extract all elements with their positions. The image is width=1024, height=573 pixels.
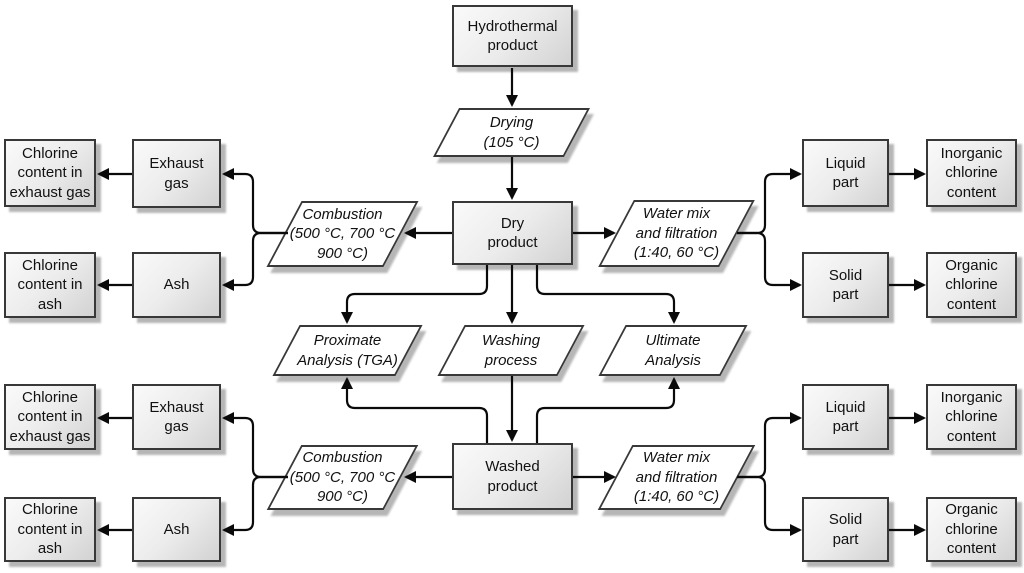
node-label: Water mix and filtration (1:40, 60 °C) (633, 205, 720, 262)
node-proximate-analysis: Proximate Analysis (TGA) (272, 325, 423, 376)
node-washing-process: Washing process (437, 325, 585, 376)
node-exhaust-gas-top: Exhaust gas (132, 139, 221, 208)
node-label: Ash (163, 520, 190, 538)
node-organic-chlorine-top: Organic chlorine content (926, 252, 1017, 318)
node-label: Chlorine content in ash (17, 501, 83, 558)
node-washed-product: Washed product (452, 443, 573, 510)
node-label: Liquid part (825, 398, 866, 436)
node-label: Solid part (828, 266, 863, 304)
node-ultimate-analysis: Ultimate Analysis (598, 325, 748, 376)
edge-washed-product-to-proximate (341, 377, 489, 443)
node-label: Proximate Analysis (TGA) (297, 332, 398, 369)
node-label: Inorganic chlorine content (940, 388, 1003, 445)
node-label: Exhaust gas (149, 398, 204, 436)
edge-dry-product-to-proximate (341, 265, 489, 324)
node-combustion-bottom: Combustion (500 °C, 700 °C 900 °C) (266, 445, 419, 510)
node-label: Chlorine content in exhaust gas (9, 144, 91, 201)
node-dry-product: Dry product (452, 201, 573, 265)
node-label: Organic chlorine content (945, 501, 998, 558)
node-label: Combustion (500 °C, 700 °C 900 °C) (289, 205, 396, 262)
node-ash-bottom: Ash (132, 497, 221, 562)
node-liquid-part-top: Liquid part (802, 139, 889, 207)
node-label: Chlorine content in exhaust gas (9, 388, 91, 445)
node-hydrothermal-product: Hydrothermal product (452, 5, 573, 67)
node-solid-part-bottom: Solid part (802, 497, 889, 562)
node-label: Inorganic chlorine content (940, 144, 1003, 201)
node-label: Washed product (485, 458, 540, 495)
node-liquid-part-bottom: Liquid part (802, 384, 889, 450)
node-label: Liquid part (825, 154, 866, 192)
node-label: Ash (163, 276, 190, 294)
node-combustion-top: Combustion (500 °C, 700 °C 900 °C) (266, 201, 419, 267)
node-drying: Drying (105 °C) (432, 108, 591, 157)
node-inorganic-chlorine-bottom: Inorganic chlorine content (926, 384, 1017, 450)
node-water-mix-top: Water mix and filtration (1:40, 60 °C) (598, 200, 755, 267)
node-organic-chlorine-bottom: Organic chlorine content (926, 497, 1017, 562)
node-ash-top: Ash (132, 252, 221, 318)
node-inorganic-chlorine-top: Inorganic chlorine content (926, 139, 1017, 207)
node-water-mix-bottom: Water mix and filtration (1:40, 60 °C) (597, 445, 756, 510)
node-chlorine-ash-bottom: Chlorine content in ash (4, 497, 96, 562)
edge-dry-product-to-ultimate (535, 265, 680, 324)
node-label: Ultimate Analysis (645, 332, 701, 369)
node-label: Organic chlorine content (945, 256, 998, 313)
node-solid-part-top: Solid part (802, 252, 889, 318)
node-label: Solid part (828, 511, 863, 548)
node-chlorine-ash-top: Chlorine content in ash (4, 252, 96, 318)
node-label: Water mix and filtration (1:40, 60 °C) (633, 449, 720, 506)
node-chlorine-exhaust-top: Chlorine content in exhaust gas (4, 139, 96, 207)
node-label: Combustion (500 °C, 700 °C 900 °C) (289, 449, 396, 506)
node-label: Dry product (487, 214, 538, 252)
node-label: Exhaust gas (149, 155, 204, 192)
node-label: Hydrothermal product (467, 17, 558, 55)
node-chlorine-exhaust-bottom: Chlorine content in exhaust gas (4, 384, 96, 450)
node-label: Chlorine content in ash (17, 256, 83, 313)
node-label: Drying (105 °C) (483, 114, 540, 151)
node-label: Washing process (481, 332, 541, 369)
edge-washed-product-to-ultimate (535, 377, 680, 443)
node-exhaust-gas-bottom: Exhaust gas (132, 384, 221, 450)
